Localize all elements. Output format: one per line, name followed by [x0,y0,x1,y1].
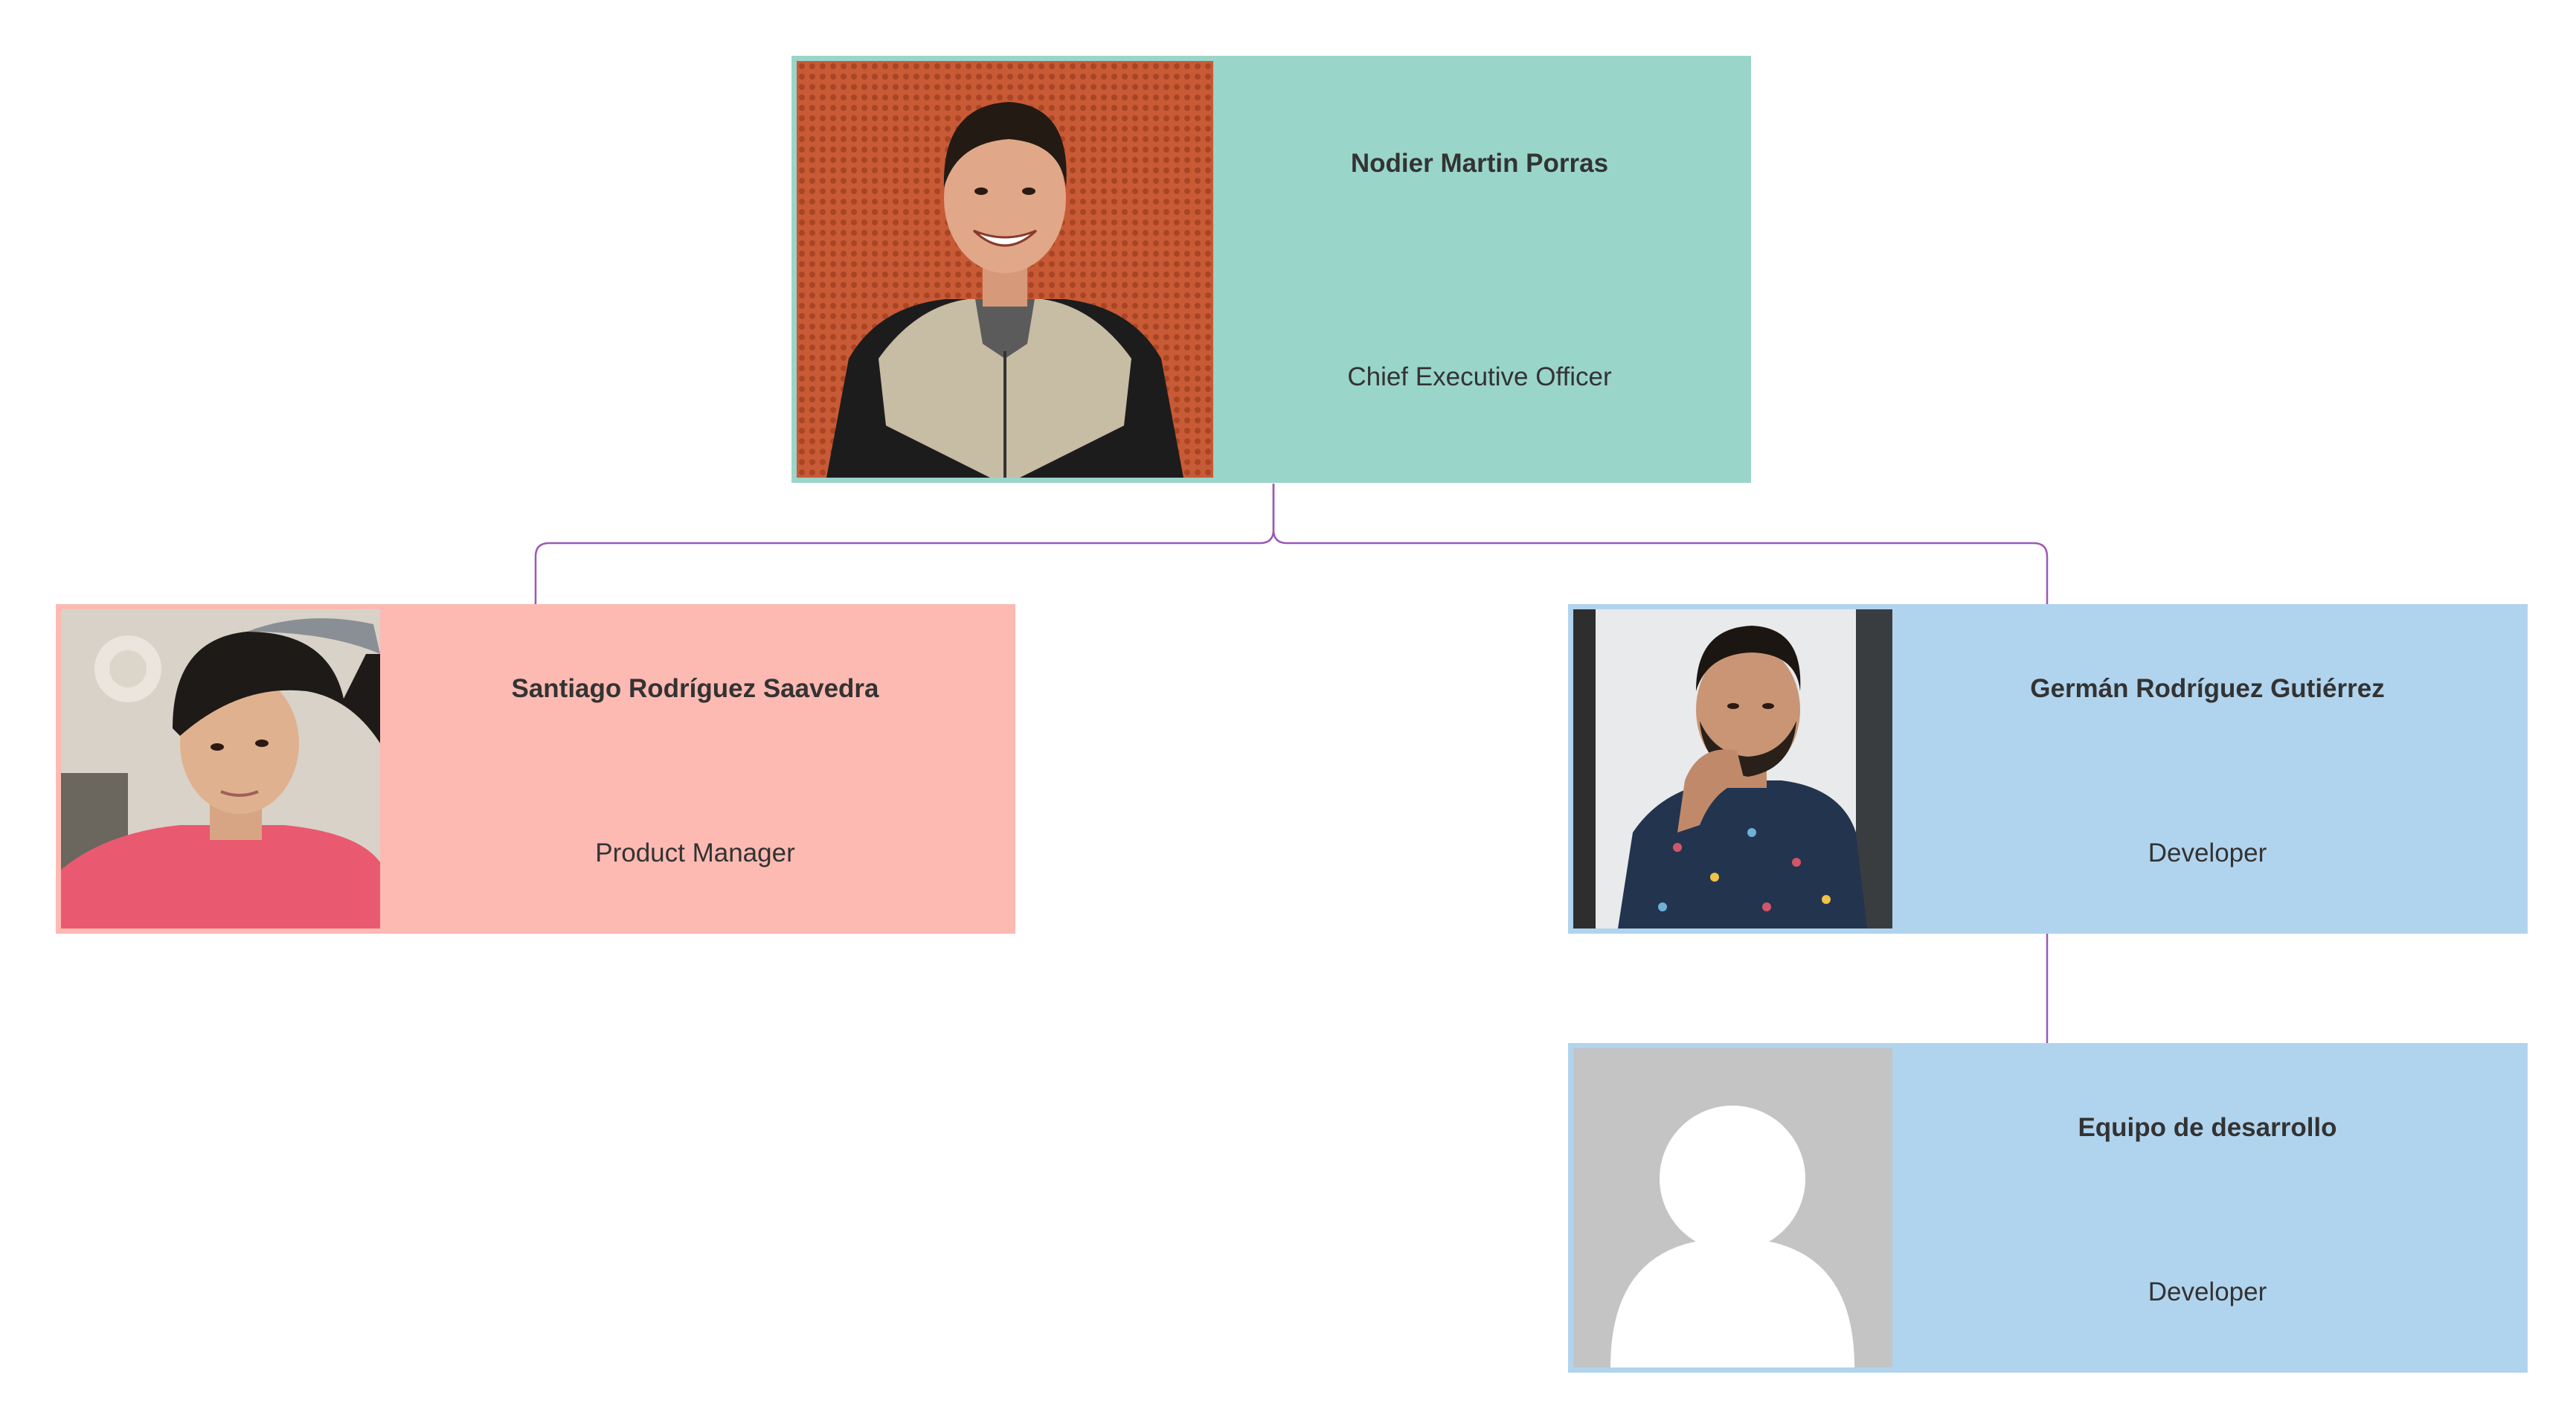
node-card-dev-team[interactable]: Equipo de desarrollo Developer [1568,1043,2528,1373]
node-card-developer[interactable]: Germán Rodríguez Gutiérrez Developer [1568,604,2528,934]
dev-team-name: Equipo de desarrollo [2078,1113,2337,1142]
product-manager-name: Santiago Rodríguez Saavedra [511,674,879,703]
developer-name: Germán Rodríguez Gutiérrez [2030,674,2385,703]
dev-team-role: Developer [2148,1277,2267,1306]
product-manager-role: Product Manager [595,838,795,867]
default-avatar-icon [1573,1048,1892,1367]
node-card-product-manager[interactable]: Santiago Rodríguez Saavedra Product Mana… [56,604,1015,934]
connector-ceo-to-developer [1272,484,2049,604]
ceo-role: Chief Executive Officer [1347,362,1612,391]
ceo-name: Nodier Martin Porras [1350,149,1609,178]
ceo-photo [797,61,1213,478]
developer-photo [1573,609,1892,929]
product-manager-photo [61,609,380,929]
connector-ceo-to-product-manager [534,484,1275,604]
node-card-ceo[interactable]: Nodier Martin Porras Chief Executive Off… [791,56,1751,483]
dev-team-avatar [1573,1048,1892,1367]
developer-role: Developer [2148,838,2267,867]
